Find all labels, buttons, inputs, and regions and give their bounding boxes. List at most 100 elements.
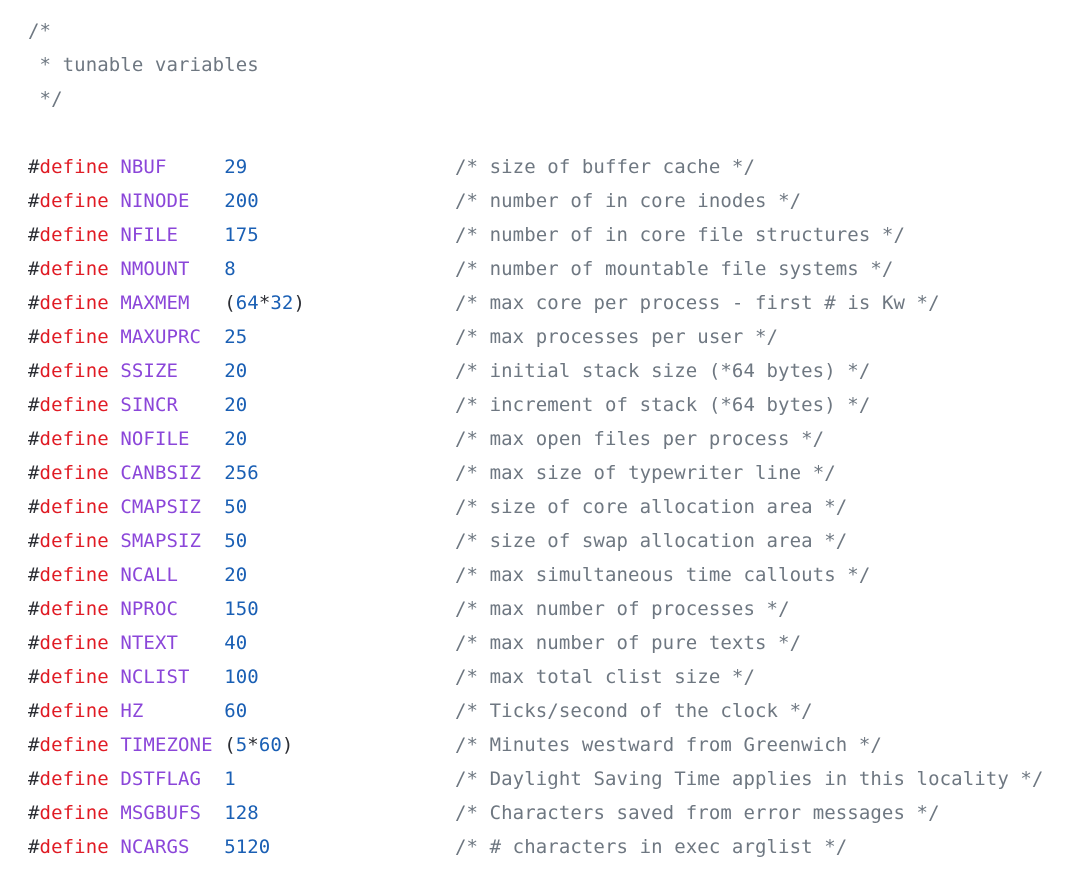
space: [109, 564, 121, 586]
hash-symbol: #: [28, 802, 40, 824]
macro-name[interactable]: SINCR: [120, 394, 179, 416]
hash-symbol: #: [28, 836, 40, 858]
macro-name[interactable]: NCALL: [120, 564, 179, 586]
macro-value[interactable]: 256: [224, 462, 259, 484]
macro-name[interactable]: CANBSIZ: [120, 462, 202, 484]
define-keyword: define: [39, 768, 109, 790]
define-keyword: define: [39, 836, 109, 858]
define-declaration: #define NTEXT 40: [28, 626, 455, 660]
macro-name[interactable]: DSTFLAG: [120, 768, 202, 790]
macro-value[interactable]: (64*32): [224, 292, 305, 314]
define-line[interactable]: #define CANBSIZ 256 /* max size of typew…: [28, 456, 1080, 490]
value-number: 20: [224, 428, 248, 450]
define-line[interactable]: #define SMAPSIZ 50 /* size of swap alloc…: [28, 524, 1080, 558]
define-keyword: define: [39, 496, 109, 518]
name-column-padding: [201, 462, 224, 484]
value-number: 200: [224, 190, 259, 212]
space: [109, 496, 121, 518]
value-column-padding: [247, 156, 455, 178]
macro-value[interactable]: 20: [224, 360, 247, 382]
name-column-padding: [201, 326, 224, 348]
define-line[interactable]: #define SINCR 20 /* increment of stack (…: [28, 388, 1080, 422]
macro-value[interactable]: 40: [224, 632, 247, 654]
macro-name[interactable]: NPROC: [120, 598, 179, 620]
define-line[interactable]: #define NOFILE 20 /* max open files per …: [28, 422, 1080, 456]
macro-name[interactable]: MAXMEM: [120, 292, 190, 314]
macro-value[interactable]: 150: [224, 598, 259, 620]
macro-name[interactable]: TIMEZONE: [120, 734, 213, 756]
macro-name[interactable]: MAXUPRC: [120, 326, 202, 348]
define-line[interactable]: #define NCARGS 5120 /* # characters in e…: [28, 830, 1080, 864]
value-column-padding: [247, 632, 455, 654]
macro-value[interactable]: 100: [224, 666, 259, 688]
macro-name[interactable]: NCARGS: [120, 836, 190, 858]
value-punctuation: ): [281, 734, 294, 756]
macro-name[interactable]: NINODE: [120, 190, 190, 212]
name-column-padding: [178, 632, 224, 654]
define-line[interactable]: #define MSGBUFS 128 /* Characters saved …: [28, 796, 1080, 830]
value-number: 29: [224, 156, 248, 178]
define-declaration: #define SMAPSIZ 50: [28, 524, 455, 558]
macro-value[interactable]: 1: [224, 768, 236, 790]
macro-value[interactable]: 50: [224, 530, 247, 552]
space: [109, 734, 121, 756]
macro-name[interactable]: NCLIST: [120, 666, 190, 688]
define-line[interactable]: #define DSTFLAG 1 /* Daylight Saving Tim…: [28, 762, 1080, 796]
define-line[interactable]: #define NFILE 175 /* number of in core f…: [28, 218, 1080, 252]
macro-name[interactable]: SMAPSIZ: [120, 530, 202, 552]
hash-symbol: #: [28, 666, 40, 688]
define-keyword: define: [39, 360, 109, 382]
define-line[interactable]: #define CMAPSIZ 50 /* size of core alloc…: [28, 490, 1080, 524]
macro-value[interactable]: 8: [224, 258, 236, 280]
macro-name[interactable]: NBUF: [120, 156, 167, 178]
name-column-padding: [190, 836, 225, 858]
define-line[interactable]: #define MAXMEM (64*32) /* max core per p…: [28, 286, 1080, 320]
macro-value[interactable]: (5*60): [224, 734, 293, 756]
macro-name[interactable]: MSGBUFS: [120, 802, 202, 824]
macro-value[interactable]: 5120: [224, 836, 270, 858]
define-line[interactable]: #define NPROC 150 /* max number of proce…: [28, 592, 1080, 626]
define-line[interactable]: #define HZ 60 /* Ticks/second of the clo…: [28, 694, 1080, 728]
define-line[interactable]: #define NMOUNT 8 /* number of mountable …: [28, 252, 1080, 286]
define-line[interactable]: #define NTEXT 40 /* max number of pure t…: [28, 626, 1080, 660]
macro-value[interactable]: 20: [224, 428, 247, 450]
space: [109, 394, 121, 416]
macro-value[interactable]: 128: [224, 802, 259, 824]
hash-symbol: #: [28, 428, 40, 450]
name-column-padding: [190, 428, 225, 450]
macro-name[interactable]: NMOUNT: [120, 258, 190, 280]
define-declaration: #define NCLIST 100: [28, 660, 455, 694]
value-number: 20: [224, 394, 248, 416]
macro-name[interactable]: CMAPSIZ: [120, 496, 202, 518]
trailing-comment: /* max open files per process */: [454, 428, 825, 450]
macro-name[interactable]: NOFILE: [120, 428, 190, 450]
define-keyword: define: [39, 428, 109, 450]
define-line[interactable]: #define NCLIST 100 /* max total clist si…: [28, 660, 1080, 694]
trailing-comment: /* Minutes westward from Greenwich */: [455, 734, 882, 756]
define-line[interactable]: #define NINODE 200 /* number of in core …: [28, 184, 1080, 218]
value-punctuation: (: [224, 734, 236, 756]
macro-value[interactable]: 25: [224, 326, 247, 348]
macro-name[interactable]: HZ: [120, 700, 144, 722]
macro-value[interactable]: 60: [224, 700, 247, 722]
value-punctuation: ): [293, 292, 305, 314]
macro-name[interactable]: NTEXT: [120, 632, 179, 654]
comment-text: /*: [28, 20, 52, 42]
trailing-comment: /* size of buffer cache */: [454, 156, 755, 178]
macro-name[interactable]: SSIZE: [120, 360, 179, 382]
macro-value[interactable]: 29: [224, 156, 247, 178]
name-column-padding: [178, 224, 224, 246]
macro-name[interactable]: NFILE: [120, 224, 179, 246]
define-line[interactable]: #define MAXUPRC 25 /* max processes per …: [28, 320, 1080, 354]
define-line[interactable]: #define SSIZE 20 /* initial stack size (…: [28, 354, 1080, 388]
define-line[interactable]: #define TIMEZONE (5*60) /* Minutes westw…: [28, 728, 1080, 762]
define-line[interactable]: #define NCALL 20 /* max simultaneous tim…: [28, 558, 1080, 592]
macro-value[interactable]: 200: [224, 190, 259, 212]
macro-value[interactable]: 20: [224, 394, 247, 416]
macro-value[interactable]: 50: [224, 496, 247, 518]
define-keyword: define: [39, 632, 109, 654]
define-line[interactable]: #define NBUF 29 /* size of buffer cache …: [28, 150, 1080, 184]
macro-value[interactable]: 20: [224, 564, 247, 586]
macro-value[interactable]: 175: [224, 224, 259, 246]
